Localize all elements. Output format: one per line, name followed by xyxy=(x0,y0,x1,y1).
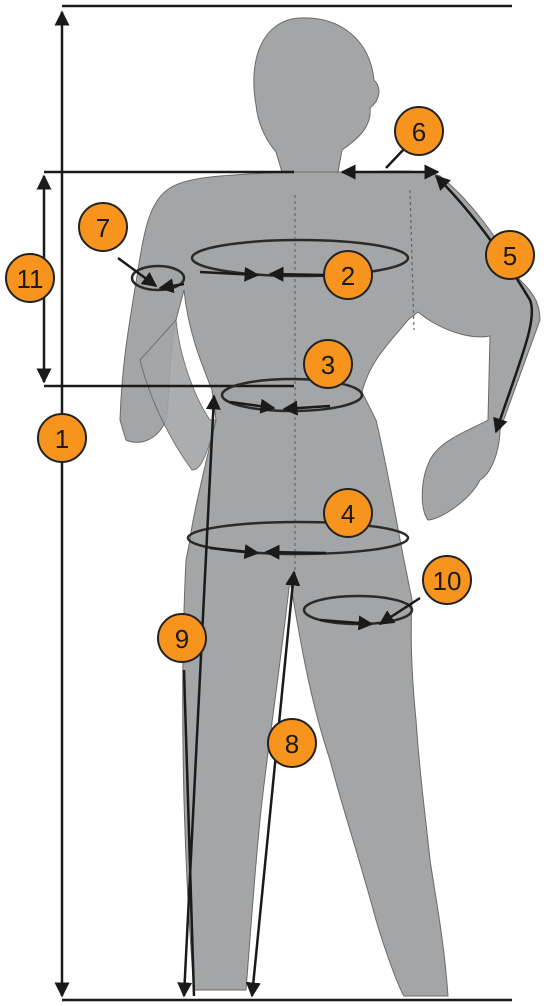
marker-1-badge: 1 xyxy=(38,414,86,462)
marker-5-badge: 5 xyxy=(486,231,534,279)
marker-10-label: 10 xyxy=(433,566,462,596)
marker-11-badge: 11 xyxy=(6,254,54,302)
marker-9-label: 9 xyxy=(175,624,189,654)
chest-arrow-right xyxy=(270,274,325,275)
marker-10-badge: 10 xyxy=(423,556,471,604)
marker-2-label: 2 xyxy=(341,261,355,291)
marker-2-badge: 2 xyxy=(324,251,372,299)
marker-1-label: 1 xyxy=(55,424,69,454)
marker-8-label: 8 xyxy=(285,729,299,759)
marker-3-label: 3 xyxy=(321,350,335,380)
figure-torso xyxy=(120,171,540,996)
marker-6-label: 6 xyxy=(412,117,426,147)
hip-arrow-right xyxy=(266,552,326,553)
marker-9-badge: 9 xyxy=(158,614,206,662)
marker-4-badge: 4 xyxy=(324,489,372,537)
marker-7-label: 7 xyxy=(96,213,110,243)
marker-7-badge: 7 xyxy=(79,203,127,251)
marker-4-label: 4 xyxy=(341,499,355,529)
marker-11-label: 11 xyxy=(17,264,44,294)
marker-6-badge: 6 xyxy=(395,107,443,155)
marker-8-badge: 8 xyxy=(268,719,316,767)
shoulder-pointer xyxy=(386,148,405,168)
marker-3-badge: 3 xyxy=(304,340,352,388)
marker-5-label: 5 xyxy=(503,241,517,271)
figure-head xyxy=(254,18,379,172)
